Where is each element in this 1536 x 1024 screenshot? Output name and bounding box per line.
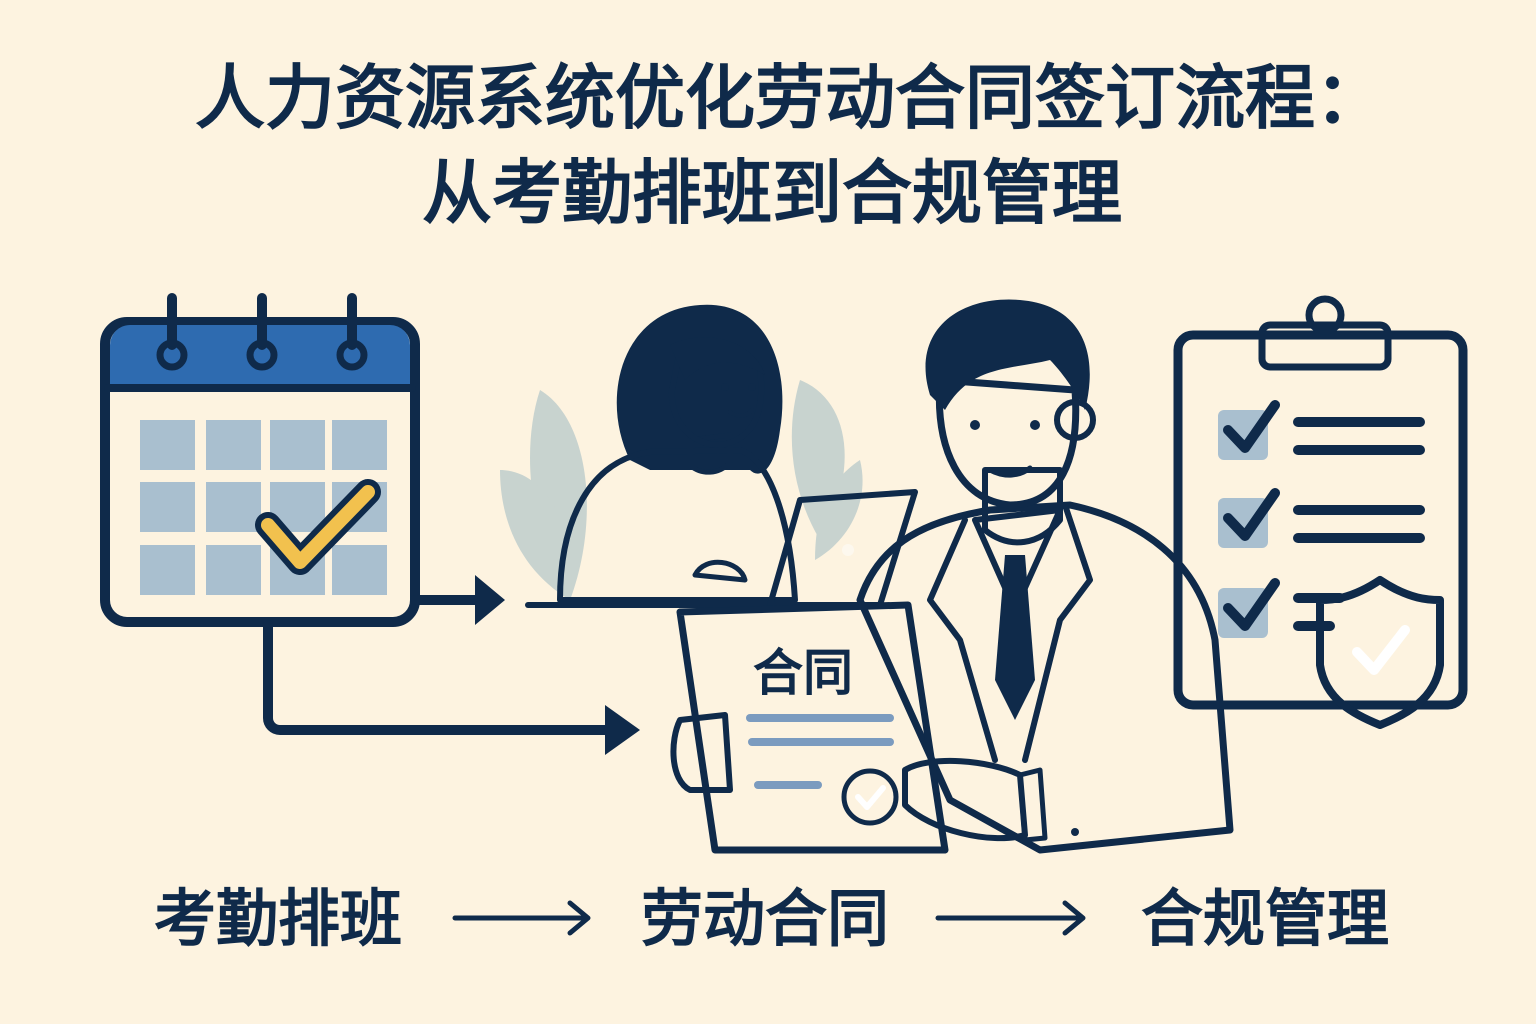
process-flow: 考勤排班 劳动合同 合规管理: [154, 882, 1389, 955]
title-line-2: 从考勤排班到合规管理: [422, 152, 1122, 234]
clipboard-icon: [1173, 295, 1468, 729]
arrow-right-icon: [935, 900, 1086, 936]
check-circle-icon: [841, 768, 899, 826]
arrow-right-icon: [452, 900, 591, 936]
calendar-icon: [100, 293, 420, 627]
flow-step-attendance: 考勤排班: [154, 882, 402, 955]
shield-check-icon: [1316, 576, 1444, 729]
woman-figure: [525, 304, 803, 608]
contract-label: 合同: [753, 644, 853, 702]
flow-step-contract: 劳动合同: [641, 882, 889, 955]
arrow-right-icon: [263, 575, 640, 755]
flow-step-compliance: 合规管理: [1141, 882, 1389, 955]
man-figure: [856, 299, 1234, 854]
title-line-1: 人力资源系统优化劳动合同签订流程：: [195, 57, 1385, 139]
contract-document: 合同: [670, 601, 1048, 854]
